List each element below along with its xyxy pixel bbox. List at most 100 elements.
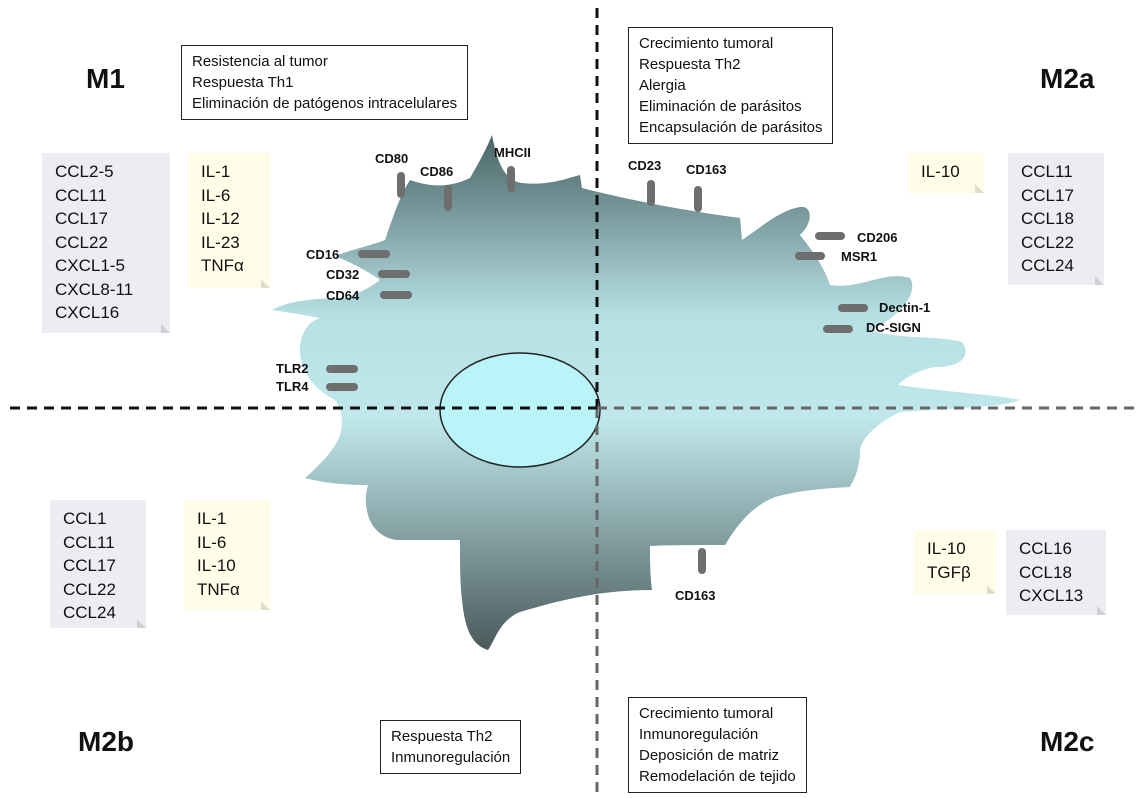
function-item: Respuesta Th1 [192, 74, 294, 91]
chemokine-item: CCL24 [1021, 256, 1074, 275]
receptor-label-cd206: CD206 [857, 230, 898, 245]
receptor-label-cd80: CD80 [375, 151, 409, 166]
function-item: Respuesta Th2 [391, 728, 493, 745]
chemokine-item: CXCL16 [55, 303, 120, 322]
function-box-m2a: Crecimiento tumoral Respuesta Th2 Alergi… [628, 27, 834, 144]
function-item: Remodelación de tejido [639, 768, 796, 785]
chemokine-item: CCL24 [63, 603, 116, 622]
page-curl-icon [137, 619, 146, 628]
chemokine-item: CCL22 [63, 579, 116, 599]
cytokine-note-m2b: IL-1 IL-6 IL-10 TNFα [184, 500, 270, 610]
page-curl-icon [975, 184, 984, 193]
function-item: Inmunoregulación [391, 749, 511, 766]
chemokine-item: CCL2-5 [55, 162, 114, 181]
chemokine-item: CCL17 [1021, 185, 1074, 205]
quadrant-label-m2a: M2a [1040, 63, 1095, 94]
cytokine-item: TGFβ [927, 562, 971, 582]
chemokine-item: CCL17 [55, 209, 108, 228]
receptor-label-tlr2: TLR2 [276, 361, 309, 376]
page-curl-icon [261, 601, 270, 610]
chemokine-item: CCL18 [1019, 562, 1072, 582]
chemokine-item: CXCL8-11 [55, 279, 134, 299]
chemokine-item: CCL11 [63, 532, 115, 552]
receptor-msr1 [795, 252, 825, 260]
receptor-label-tlr4: TLR4 [276, 379, 309, 394]
chemokine-item: CCL1 [63, 509, 107, 528]
function-box-m1: Resistencia al tumor Respuesta Th1 Elimi… [181, 45, 469, 120]
function-item: Inmunoregulación [639, 726, 759, 743]
function-item: Alergia [639, 77, 686, 94]
function-item: Crecimiento tumoral [639, 35, 774, 52]
receptor-label-cd163-top: CD163 [686, 162, 727, 177]
function-box-m2c: Crecimiento tumoral Inmunoregulación Dep… [628, 697, 807, 793]
chemokine-item: CCL17 [63, 556, 116, 575]
chemokine-item: CXCL1-5 [55, 256, 125, 275]
receptor-cd23 [647, 180, 655, 206]
chemokine-item: CCL11 [55, 185, 107, 205]
cytokine-note-m2a: IL-10 [908, 153, 984, 193]
quadrant-label-m1: M1 [86, 63, 125, 94]
cytokine-item: IL-6 [197, 532, 227, 552]
receptor-cd64 [380, 291, 412, 299]
cytokine-item: IL-6 [201, 185, 231, 205]
cell-body [272, 135, 1020, 650]
receptor-dectin1 [838, 304, 868, 312]
function-item: Eliminación de parásitos [639, 98, 802, 115]
cytokine-item: IL-23 [201, 232, 240, 252]
receptor-label-cd23: CD23 [628, 158, 662, 173]
quadrant-label-m2b: M2b [78, 726, 134, 757]
cytokine-item: IL-10 [921, 162, 960, 181]
cytokine-item: TNFα [201, 256, 244, 275]
cytokine-item: IL-10 [197, 556, 236, 575]
function-item: Crecimiento tumoral [639, 705, 774, 722]
chemokine-note-m2b: CCL1 CCL11 CCL17 CCL22 CCL24 [50, 500, 146, 628]
function-item: Deposición de matriz [639, 747, 780, 764]
cytokine-note-m1: IL-1 IL-6 IL-12 IL-23 TNFα [188, 153, 270, 288]
cytokine-item: IL-1 [197, 509, 227, 528]
cytokine-item: IL-1 [201, 162, 231, 181]
function-item: Resistencia al tumor [192, 53, 328, 70]
receptor-label-mhcii: MHCII [494, 145, 531, 160]
page-curl-icon [1097, 606, 1106, 615]
chemokine-note-m2c: CCL16 CCL18 CXCL13 [1006, 530, 1106, 615]
receptor-cd163-top [694, 186, 702, 212]
chemokine-item: CCL18 [1021, 209, 1074, 228]
cytokine-item: TNFα [197, 579, 240, 599]
function-box-m2b: Respuesta Th2 Inmunoregulación [380, 720, 522, 774]
page-curl-icon [987, 585, 996, 594]
receptor-label-cd32: CD32 [326, 267, 360, 282]
chemokine-note-m2a: CCL11 CCL17 CCL18 CCL22 CCL24 [1008, 153, 1104, 285]
cytokine-note-m2c: IL-10 TGFβ [914, 530, 996, 594]
chemokine-item: CCL22 [55, 232, 108, 252]
chemokine-item: CXCL13 [1019, 586, 1084, 605]
receptor-mhcii [507, 166, 515, 192]
receptor-cd16 [358, 250, 390, 258]
receptor-dcsign [823, 325, 853, 333]
receptor-label-dectin1: Dectin-1 [879, 300, 931, 315]
quadrant-label-m2c: M2c [1040, 726, 1095, 757]
function-item: Respuesta Th2 [639, 56, 741, 73]
function-item: Encapsulación de parásitos [639, 119, 823, 136]
receptor-label-cd86: CD86 [420, 164, 454, 179]
receptor-label-msr1: MSR1 [841, 249, 878, 264]
receptor-tlr2 [326, 365, 358, 373]
receptor-label-dcsign: DC-SIGN [866, 320, 921, 335]
receptor-cd206 [815, 232, 845, 240]
receptor-label-cd163-bottom: CD163 [675, 588, 716, 603]
receptor-cd80 [397, 172, 405, 198]
receptor-cd86 [444, 185, 452, 211]
page-curl-icon [1095, 276, 1104, 285]
receptor-cd163-bottom [698, 548, 706, 574]
chemokine-item: CCL16 [1019, 539, 1072, 558]
page-curl-icon [261, 279, 270, 288]
function-item: Eliminación de patógenos intracelulares [192, 95, 458, 112]
receptor-label-cd16: CD16 [306, 247, 340, 262]
cytokine-item: IL-12 [201, 209, 240, 228]
chemokine-note-m1: CCL2-5 CCL11 CCL17 CCL22 CXCL1-5 CXCL8-1… [42, 153, 170, 333]
page-curl-icon [161, 324, 170, 333]
receptor-cd32 [378, 270, 410, 278]
receptor-group [326, 166, 868, 574]
receptor-label-cd64: CD64 [326, 288, 360, 303]
